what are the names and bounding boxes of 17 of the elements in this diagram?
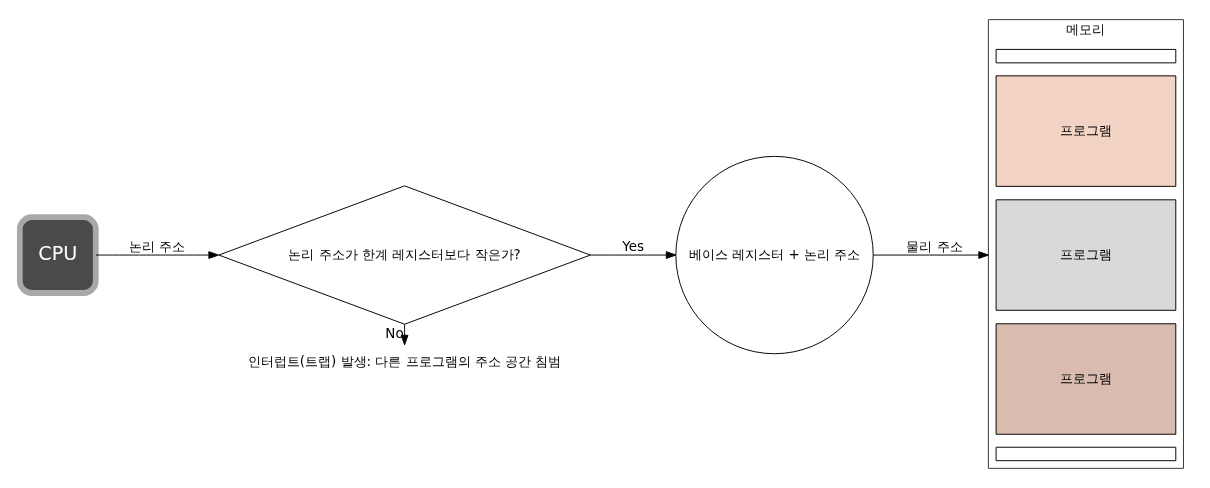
edge-label: No	[384, 326, 404, 342]
edge-label: 물리 주소	[905, 239, 963, 255]
arrow	[872, 251, 989, 259]
node-circle: 베이스 레지스터 + 논리 주소	[674, 155, 874, 355]
node-box: 프로그램	[995, 199, 1176, 311]
node-diamond: 논리 주소가 한계 레지스터보다 작은가?	[217, 185, 591, 325]
arrow	[589, 251, 676, 259]
arrow	[400, 323, 408, 346]
node-box	[995, 48, 1176, 64]
node-box: 프로그램	[995, 75, 1176, 187]
node-text: 인터럽트(트랩) 발생: 다른 프로그램의 주소 공간 침범	[247, 354, 561, 370]
edge-label: 논리 주소	[128, 239, 185, 255]
node-box: CPU	[16, 214, 99, 296]
node-box	[995, 446, 1176, 462]
arrow	[95, 251, 219, 259]
edge-label: Yes	[621, 239, 644, 255]
node-box: 프로그램	[995, 323, 1176, 435]
